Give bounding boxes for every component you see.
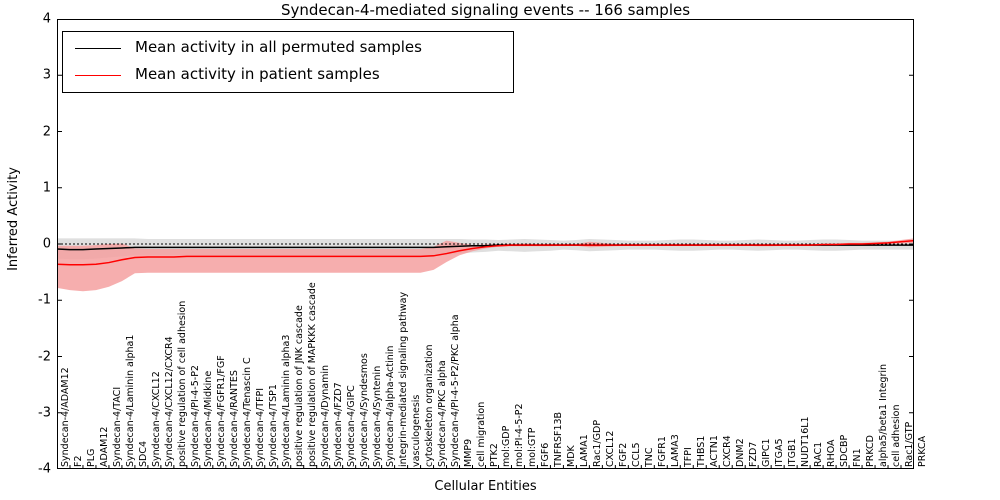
x-tick-label: LAMA1 xyxy=(579,434,591,467)
x-tick-label: Syndecan-4/FZD7 xyxy=(332,382,344,467)
x-tick-label: FGF2 xyxy=(618,442,630,467)
x-tick-label: Syndecan-4/ADAM12 xyxy=(60,367,71,467)
x-tick-label: cytoskeleton organization xyxy=(423,344,435,467)
x-tick-label: ACTN1 xyxy=(709,435,721,467)
x-tick-label: ITGA5 xyxy=(774,438,786,467)
x-tick-label: Syndecan-4/Midkine xyxy=(202,370,214,467)
x-tick-label: Syndecan-4/PKC alpha xyxy=(436,360,448,467)
legend-label-patient: Mean activity in patient samples xyxy=(135,65,380,83)
legend-entry-permuted: Mean activity in all permuted samples xyxy=(63,36,513,62)
x-tick-label: TFPI xyxy=(683,447,695,467)
plot-border xyxy=(57,19,914,469)
y-tick-label: -2 xyxy=(38,349,51,364)
x-tick-label: RHOA xyxy=(826,439,838,467)
x-tick-label: FGF6 xyxy=(540,442,552,467)
line-patient-samples xyxy=(57,239,914,266)
x-tick-label: Syndecan-4/PI-4-5-P2/PKC alpha xyxy=(449,314,461,467)
x-tick-label: Syndecan-4/RANTES xyxy=(228,370,240,467)
x-tick-label: Syndecan-4/TACI xyxy=(111,386,123,467)
x-tick-label: TNC xyxy=(644,447,656,467)
x-tick-label: THBS1 xyxy=(696,435,708,467)
x-tick-label: Syndecan-4/FGFR1/FGF xyxy=(215,355,227,467)
x-tick-label: CXCL12 xyxy=(605,430,617,467)
x-tick-label: MMP9 xyxy=(462,438,474,467)
x-tick-label: ITGB1 xyxy=(787,438,799,467)
x-tick-label: vasculogenesis xyxy=(410,394,422,467)
x-tick-label: PTK2 xyxy=(488,443,500,467)
x-tick-label: PRKCD xyxy=(865,435,877,467)
band-patient-samples xyxy=(57,238,914,292)
x-tick-label: Syndecan-4/Tenascin C xyxy=(241,357,253,467)
x-axis-label: Cellular Entities xyxy=(434,479,537,494)
y-tick-label: 1 xyxy=(42,180,51,196)
x-tick-label: positive regulation of MAPKKK cascade xyxy=(306,282,318,467)
x-tick-label: Syndecan-4/Syntenin xyxy=(371,365,383,467)
y-axis-tick-labels: -4 -3 -2 -1 0 1 2 3 4 xyxy=(0,0,51,500)
x-tick-label: LAMA3 xyxy=(670,434,682,467)
y-tick-label: -4 xyxy=(38,461,51,477)
y-tick-label: -3 xyxy=(38,405,51,421)
x-tick-label: mol:GDP xyxy=(501,425,513,467)
x-tick-label: PLG xyxy=(85,448,97,467)
x-tick-label: SDCBP xyxy=(839,434,851,467)
x-tick-label: TNFRSF13B xyxy=(553,411,565,467)
x-tick-label: DNM2 xyxy=(735,438,747,467)
chart-title: Syndecan-4-mediated signaling events -- … xyxy=(280,1,691,19)
x-tick-label: FZD7 xyxy=(748,441,760,467)
x-tick-label: Syndecan-4/TFPI xyxy=(254,387,266,467)
x-tick-label: mol:GTP xyxy=(527,427,539,467)
x-tick-label: Syndecan-4/alpha-Actinin xyxy=(384,345,396,467)
x-tick-label: Rac1/GDP xyxy=(592,419,604,467)
y-tick-label: 4 xyxy=(42,11,51,27)
plot-area xyxy=(57,19,914,469)
y-tick-label: 3 xyxy=(42,67,51,83)
x-tick-label: RAC1 xyxy=(813,441,825,467)
x-tick-label: PRKCA xyxy=(917,435,928,467)
x-tick-label: F2 xyxy=(72,455,84,467)
x-tick-label: Syndecan-4/CXCL12 xyxy=(150,371,162,467)
y-tick-label: 0 xyxy=(42,236,51,252)
chart-plot-svg xyxy=(57,19,914,469)
x-tick-label: Rac1/GTP xyxy=(904,421,915,467)
legend-swatch-permuted-icon xyxy=(75,48,121,49)
x-tick-label: Syndecan-4/CXCL12/CXCR4 xyxy=(163,336,175,467)
y-tick-label: -1 xyxy=(38,292,51,308)
y-tick-label: 2 xyxy=(42,124,51,139)
legend-entry-patient: Mean activity in patient samples xyxy=(63,63,513,89)
x-tick-label: FN1 xyxy=(852,448,864,467)
x-tick-label: FGFR1 xyxy=(657,436,669,467)
x-tick-label: cell adhesion xyxy=(891,404,903,467)
x-tick-label: Syndecan-4/Dynamin xyxy=(319,365,331,467)
x-tick-label: MDK xyxy=(566,445,578,467)
x-tick-label: SDC4 xyxy=(137,440,149,467)
x-tick-label: GIPC1 xyxy=(761,438,773,467)
x-tick-label: Syndecan-4/Laminin alpha1 xyxy=(124,334,136,467)
legend-swatch-patient-icon xyxy=(75,75,121,76)
x-tick-label: Syndecan-4/PI-4-5-P2 xyxy=(189,365,201,467)
x-tick-label: Syndecan-4/Syndesmos xyxy=(358,353,370,467)
confidence-bands xyxy=(57,238,914,292)
x-tick-label: Syndecan-4/Laminin alpha3 xyxy=(280,334,292,467)
x-tick-label: alpha5/beta1 Integrin xyxy=(878,363,890,467)
legend-label-permuted: Mean activity in all permuted samples xyxy=(135,38,422,56)
x-tick-label: positive regulation of cell adhesion xyxy=(176,300,188,467)
x-tick-label: positive regulation of JNK cascade xyxy=(293,305,305,467)
chart-legend: Mean activity in all permuted samples Me… xyxy=(62,31,514,93)
x-tick-label: CCL5 xyxy=(631,442,643,467)
x-tick-label: cell migration xyxy=(475,401,487,467)
x-tick-label: NUDT16L1 xyxy=(800,416,812,467)
x-tick-label: mol:PI-4-5-P2 xyxy=(514,403,526,467)
x-tick-label: Syndecan-4/TSP1 xyxy=(267,384,279,467)
x-tick-label: ADAM12 xyxy=(98,426,110,467)
x-tick-label: Syndecan-4/GIPC xyxy=(345,385,357,467)
x-tick-label: CXCR4 xyxy=(722,435,734,467)
x-tick-label: integrin-mediated signaling pathway xyxy=(397,291,409,467)
